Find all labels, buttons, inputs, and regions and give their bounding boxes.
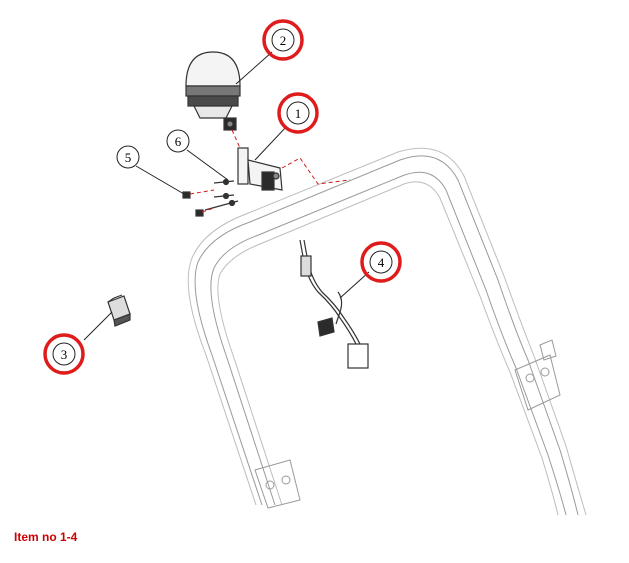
callout-2: 2 [262, 19, 304, 61]
callout-4-number: 4 [378, 255, 385, 270]
callout-3-number: 3 [61, 347, 68, 362]
wiring-harness-part [299, 239, 369, 369]
screw-set-part [204, 178, 239, 211]
callout-6-number: 6 [175, 134, 182, 149]
beacon-lamp-part [185, 51, 241, 131]
exploded-parts-diagram: 2 1 5 6 4 3 [43, 19, 587, 516]
callout-5: 5 [116, 145, 140, 169]
screw-head-part [182, 191, 204, 217]
mounting-bracket-part [237, 147, 283, 191]
assembly-hidden-lines [189, 129, 351, 213]
callout-2-number: 2 [280, 33, 287, 48]
callout-1-number: 1 [295, 106, 302, 121]
callout-5-number: 5 [125, 150, 132, 165]
callout-3: 3 [43, 333, 85, 375]
callout-6: 6 [166, 129, 190, 153]
leader-lines [83, 51, 370, 341]
callout-1: 1 [277, 92, 319, 134]
handle-frame [187, 147, 587, 516]
switch-part [107, 294, 131, 327]
caption-item-range: Item no 1-4 [14, 530, 78, 544]
callout-4: 4 [360, 241, 402, 283]
